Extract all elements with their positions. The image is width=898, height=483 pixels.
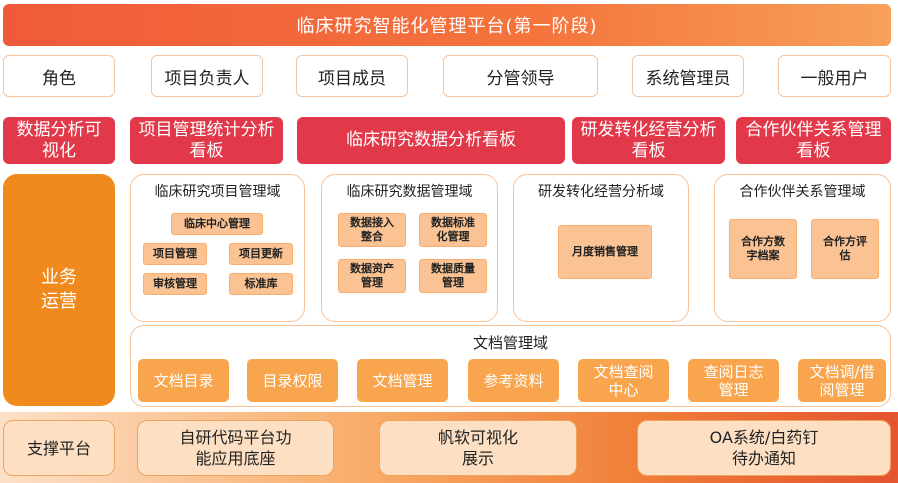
- domain-title: 研发转化经营分析域: [538, 184, 664, 200]
- chip-partner-archive: 合作方数字档案: [729, 219, 797, 279]
- domain-title: 临床研究数据管理域: [346, 184, 473, 200]
- role-general-user: 一般用户: [778, 55, 891, 97]
- role-system-admin: 系统管理员: [632, 55, 744, 97]
- doc-query-log: 查阅日志管理: [688, 359, 779, 402]
- doc-management: 文档管理: [357, 359, 448, 402]
- role-division-leader: 分管领导: [443, 55, 598, 97]
- chip-project-update: 项目更新: [229, 243, 293, 265]
- role-project-lead: 项目负责人: [151, 55, 263, 97]
- chip-partner-evaluation: 合作方评估: [811, 219, 879, 279]
- role-label: 角色: [3, 55, 115, 97]
- domain-title: 合作伙伴关系管理域: [739, 184, 866, 200]
- doc-domain-title: 文档管理域: [472, 334, 548, 352]
- doc-query-center: 文档查阅中心: [578, 359, 669, 402]
- chip-data-quality: 数据质量管理: [419, 259, 487, 293]
- chip-review-management: 审核管理: [143, 273, 207, 295]
- chip-monthly-sales: 月度销售管理: [558, 225, 652, 279]
- doc-borrow-management: 文档调/借阅管理: [798, 359, 886, 402]
- doc-catalog: 文档目录: [138, 359, 229, 402]
- doc-catalog-permission: 目录权限: [247, 359, 338, 402]
- chip-data-integration: 数据接入整合: [338, 213, 406, 247]
- partner-relations-domain: 合作伙伴关系管理域 合作方数字档案 合作方评估: [714, 174, 891, 322]
- clinical-data-domain: 临床研究数据管理域 数据接入整合 数据标准化管理 数据资产管理 数据质量管理: [321, 174, 498, 322]
- board-project-stats: 项目管理统计分析看板: [130, 117, 283, 164]
- role-project-member: 项目成员: [296, 55, 408, 97]
- rd-operations-domain: 研发转化经营分析域 月度销售管理: [513, 174, 689, 322]
- doc-reference: 参考资料: [468, 359, 559, 402]
- support-code-platform: 自研代码平台功能应用底座: [137, 420, 334, 476]
- chip-data-assets: 数据资产管理: [338, 259, 406, 293]
- chip-standard-library: 标准库: [229, 273, 293, 295]
- support-oa-notification: OA系统/白药钉待办通知: [637, 420, 891, 476]
- board-clinical-data: 临床研究数据分析看板: [297, 117, 565, 164]
- support-finereport: 帆软可视化展示: [379, 420, 577, 476]
- chip-data-standardization: 数据标准化管理: [419, 213, 487, 247]
- data-analysis-label: 数据分析可视化: [3, 117, 115, 164]
- project-management-domain: 临床研究项目管理域 临床中心管理 项目管理 项目更新 审核管理 标准库: [130, 174, 305, 322]
- document-management-domain: 文档管理域 文档目录 目录权限 文档管理 参考资料 文档查阅中心 查阅日志管理 …: [130, 325, 891, 407]
- board-rd-operations: 研发转化经营分析看板: [572, 117, 725, 164]
- business-operations-label: 业务运营: [3, 174, 115, 406]
- support-platform-label: 支撑平台: [3, 420, 115, 476]
- chip-project-management: 项目管理: [143, 243, 207, 265]
- domain-title: 临床研究项目管理域: [154, 184, 281, 200]
- platform-title: 临床研究智能化管理平台(第一阶段): [3, 4, 891, 46]
- chip-clinical-center: 临床中心管理: [171, 213, 263, 235]
- board-partner-relations: 合作伙伴关系管理看板: [736, 117, 891, 164]
